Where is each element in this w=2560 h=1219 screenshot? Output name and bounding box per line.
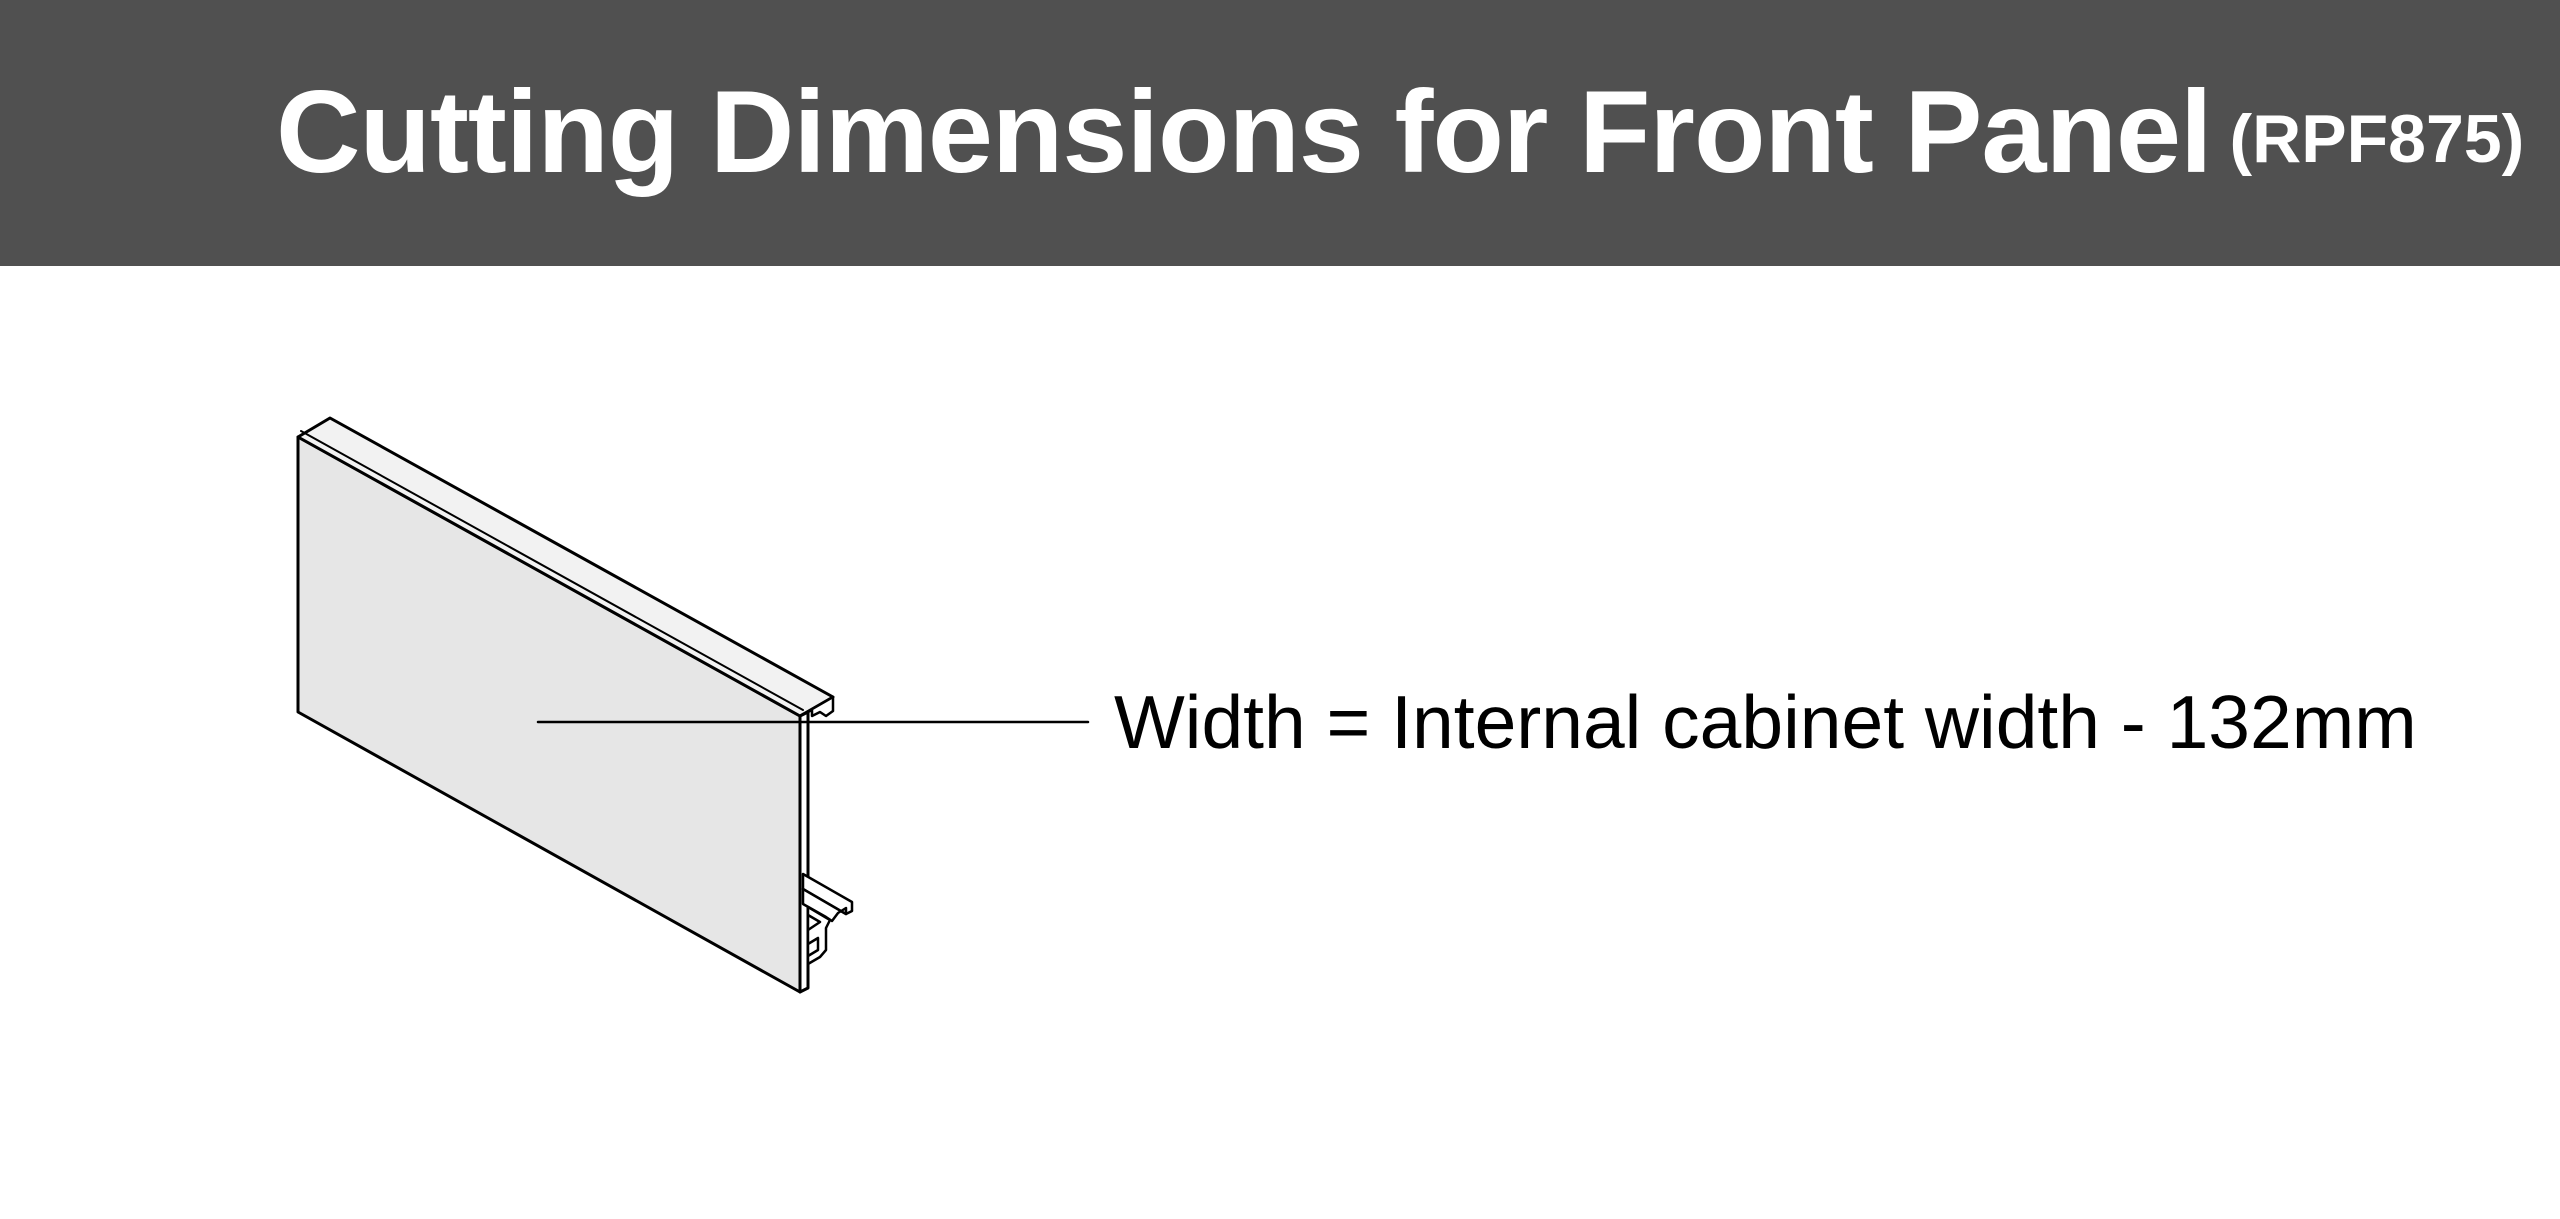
bottom-profile-detail bbox=[801, 872, 854, 966]
title-text: Cutting Dimensions for Front Panel bbox=[276, 66, 2213, 197]
width-formula-label: Width = Internal cabinet width - 132mm bbox=[1114, 680, 2417, 764]
product-code: (RPF875) bbox=[2229, 101, 2525, 177]
front-panel-illustration bbox=[296, 416, 1090, 994]
top-profile-detail bbox=[798, 695, 835, 718]
page-title: Cutting Dimensions for Front Panel(RPF87… bbox=[276, 62, 2524, 209]
title-bar: Cutting Dimensions for Front Panel(RPF87… bbox=[0, 0, 2560, 266]
panel-front-face bbox=[296, 435, 802, 994]
